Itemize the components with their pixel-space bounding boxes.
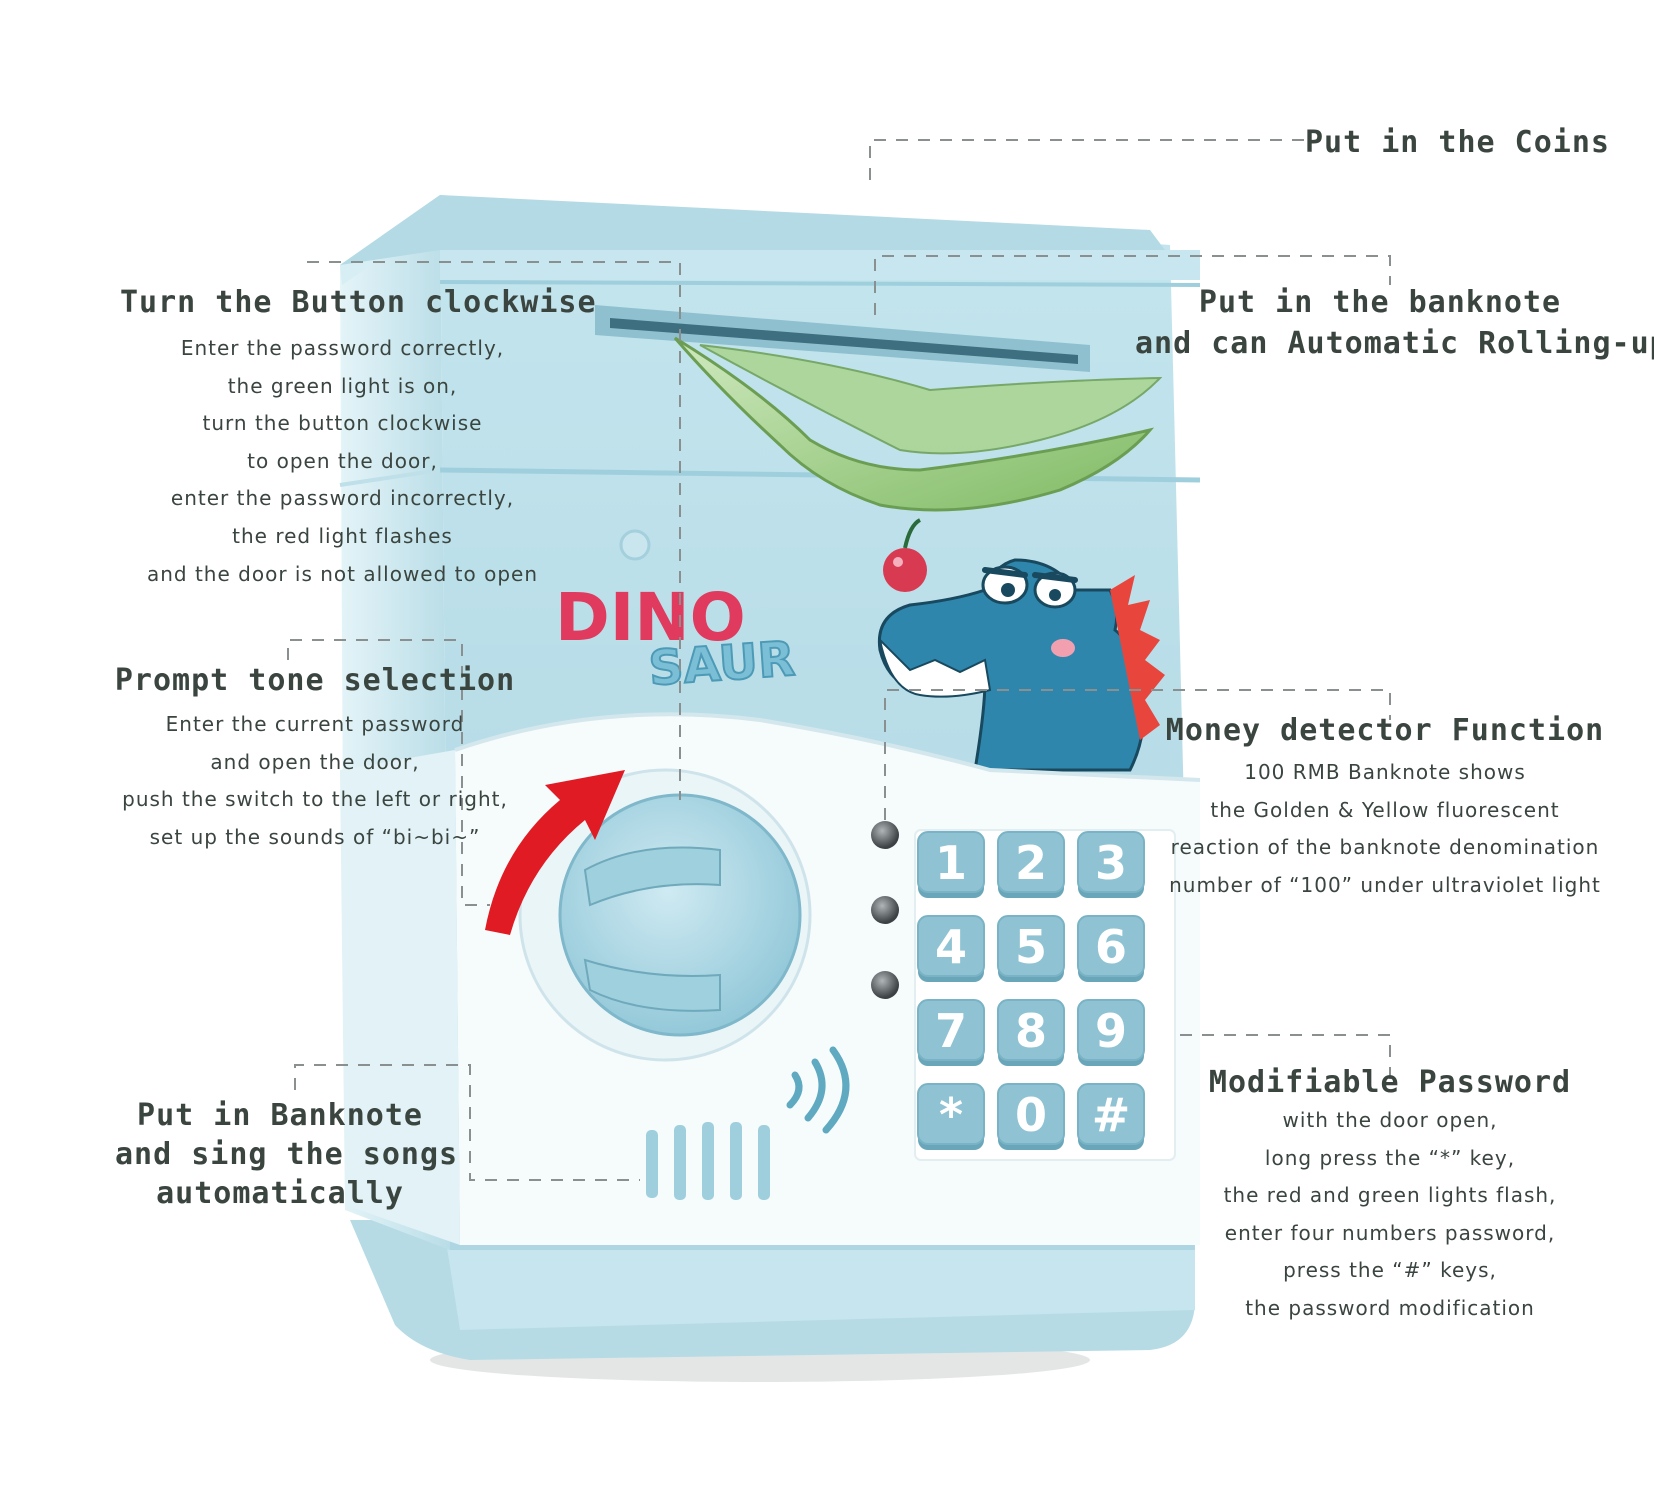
password-title: Modifiable Password [1208, 1065, 1572, 1100]
banknote [673, 336, 1163, 512]
keypad-key[interactable]: * [917, 1083, 985, 1150]
screw [619, 529, 651, 561]
password-line: the red and green lights flash, [1223, 1183, 1557, 1208]
led-light [871, 821, 899, 849]
banknote-annotation: Put in the banknote and can Automatic Ro… [1135, 285, 1654, 361]
keypad-key[interactable]: 6 [1077, 915, 1145, 982]
speaker-grille [646, 1122, 770, 1200]
logo-dino: DINO [555, 579, 746, 656]
button-annotation: Turn the Button clockwise Enter the pass… [120, 285, 597, 593]
callout-tone [287, 639, 490, 906]
keypad-key-label: 9 [1095, 1004, 1127, 1058]
button-line: the red light flashes [232, 523, 453, 548]
keypad-key-label: # [1092, 1088, 1131, 1142]
songs-title-2: and sing the songs [115, 1137, 459, 1172]
dinosaur-graphic [877, 518, 1165, 772]
coins-title: Put in the Coins [1305, 125, 1610, 160]
button-line: the green light is on, [227, 373, 458, 398]
callout-detector [884, 689, 1391, 820]
keypad-key[interactable]: 1 [917, 831, 985, 898]
detector-line: reaction of the banknote denomination [1170, 835, 1600, 860]
tone-line: and open the door, [210, 749, 420, 774]
keypad-key-label: 3 [1095, 836, 1127, 890]
detector-line: the Golden & Yellow fluorescent [1210, 797, 1560, 822]
keypad-key[interactable]: 4 [917, 915, 985, 982]
keypad-key-label: 7 [935, 1004, 967, 1058]
tone-title: Prompt tone selection [114, 663, 516, 698]
tone-annotation: Prompt tone selection Enter the current … [105, 663, 525, 856]
button-title: Turn the Button clockwise [120, 285, 597, 320]
keypad-key-label: 0 [1015, 1088, 1047, 1142]
tone-line: set up the sounds of “bi~bi~” [149, 824, 481, 849]
keypad-key[interactable]: 0 [997, 1083, 1065, 1150]
led-light [871, 896, 899, 924]
detector-line: number of “100” under ultraviolet light [1169, 872, 1601, 897]
password-annotation: Modifiable Password with the door open, … [1195, 1065, 1585, 1328]
button-line: turn the button clockwise [202, 411, 483, 436]
keypad [914, 829, 1176, 1161]
keypad-key[interactable]: 2 [997, 831, 1065, 898]
keypad-key[interactable]: 8 [997, 999, 1065, 1066]
callout-button [307, 261, 681, 800]
keypad-key[interactable]: # [1077, 1083, 1145, 1150]
keypad-key[interactable]: 3 [1077, 831, 1145, 898]
keypad-key-label: 4 [935, 920, 967, 974]
callout-songs [294, 1064, 640, 1181]
callout-lines [287, 139, 1391, 1181]
tone-line: Enter the current password [165, 712, 465, 736]
led-light [871, 971, 899, 999]
detector-line: 100 RMB Banknote shows [1244, 760, 1526, 784]
callout-password [1180, 1034, 1391, 1080]
button-line: to open the door, [247, 448, 438, 473]
keypad-key[interactable]: 5 [997, 915, 1065, 982]
keypad-key[interactable]: 9 [1077, 999, 1145, 1066]
button-line: Enter the password correctly, [180, 336, 505, 360]
door-knob [518, 768, 812, 1062]
keypad-key-label: 6 [1095, 920, 1127, 974]
banknote-title-1: Put in the banknote [1198, 285, 1562, 320]
keypad-key[interactable]: 7 [917, 999, 985, 1066]
keypad-key-label: 8 [1015, 1004, 1047, 1058]
password-line: enter four numbers password, [1224, 1220, 1556, 1245]
logo-saur: SAUR [647, 631, 797, 697]
detector-annotation: Money detector Function 100 RMB Banknote… [1160, 713, 1610, 904]
password-line: long press the “*” key, [1264, 1145, 1516, 1170]
cherry [883, 548, 927, 592]
callout-coins [869, 139, 1305, 180]
songs-title-1: Put in Banknote [137, 1098, 423, 1133]
keypad-key-label: 5 [1015, 920, 1047, 974]
tone-line: push the switch to the left or right, [122, 787, 508, 812]
keypad-key-label: 2 [1015, 836, 1047, 890]
banknote-title-2: and can Automatic Rolling-up [1135, 326, 1654, 361]
red-arrow-icon [485, 770, 625, 935]
password-line: press the “#” keys, [1283, 1258, 1497, 1283]
callout-banknote [874, 255, 1391, 315]
button-line: enter the password incorrectly, [170, 486, 515, 511]
password-line: the password modification [1245, 1295, 1535, 1320]
songs-title-3: automatically [156, 1176, 404, 1211]
keypad-key-label: * [939, 1088, 963, 1142]
button-line: and the door is not allowed to open [146, 561, 539, 586]
songs-annotation: Put in Banknote and sing the songs autom… [115, 1098, 459, 1211]
keypad-key-label: 1 [935, 836, 967, 890]
sound-wave-icon [786, 1046, 850, 1134]
detector-title: Money detector Function [1165, 713, 1605, 748]
password-line: with the door open, [1282, 1108, 1498, 1132]
